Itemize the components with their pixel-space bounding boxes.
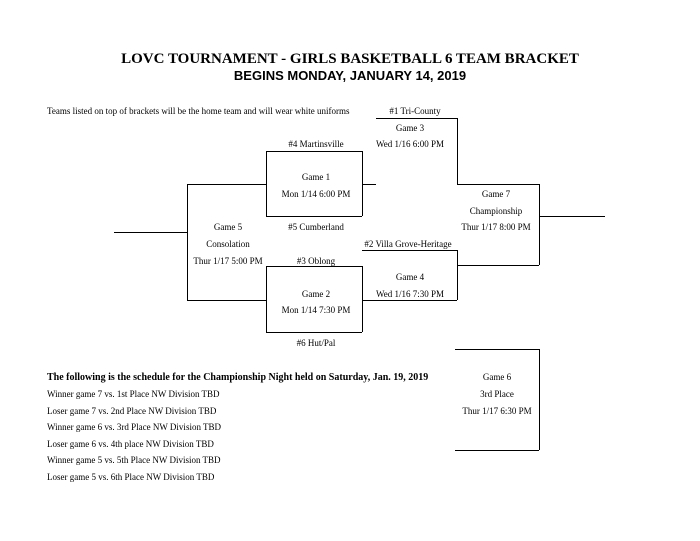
game3-name: Game 3: [395, 123, 425, 133]
game7-right-line: [539, 184, 540, 265]
schedule-item: Loser game 5 vs. 6th Place NW Division T…: [47, 472, 215, 482]
game1-out-line: [362, 184, 376, 185]
game4-time: Wed 1/16 7:30 PM: [375, 289, 445, 299]
schedule-item: Winner game 7 vs. 1st Place NW Division …: [47, 389, 220, 399]
schedule-item: Loser game 6 vs. 4th place NW Division T…: [47, 439, 214, 449]
game5-label: Consolation: [206, 239, 250, 249]
game3-right-line: [457, 118, 458, 184]
schedule-item: Winner game 6 vs. 3rd Place NW Division …: [47, 422, 222, 432]
team-seed-1: #1 Tri-County: [389, 106, 441, 116]
game1-top-line: [266, 151, 362, 152]
game7-name: Game 7: [481, 189, 511, 199]
game1-bottom-line: [266, 216, 362, 217]
team-seed-3: #3 Oblong: [296, 256, 336, 266]
home-team-note: Teams listed on top of brackets will be …: [47, 106, 350, 116]
game1-name: Game 1: [301, 172, 331, 182]
game4-name: Game 4: [395, 272, 425, 282]
game2-time: Mon 1/14 7:30 PM: [281, 305, 351, 315]
game5-time: Thur 1/17 5:00 PM: [193, 256, 263, 266]
game1-left-line: [266, 151, 267, 216]
game5-top-line: [187, 184, 266, 185]
team-seed-2: #2 Villa Grove-Heritage: [364, 239, 452, 249]
schedule-item: Loser game 7 vs. 2nd Place NW Division T…: [47, 406, 217, 416]
team-seed-5: #5 Cumberland: [288, 222, 344, 232]
game5-left-line: [187, 184, 188, 300]
game1-right-line: [362, 151, 363, 216]
game4-right-line: [457, 250, 458, 300]
game6-label: 3rd Place: [480, 389, 514, 399]
consolation-line: [114, 232, 187, 233]
game2-right-line: [362, 266, 363, 332]
game6-time: Thur 1/17 6:30 PM: [462, 406, 532, 416]
game4-out-line: [457, 265, 539, 266]
schedule-item: Winner game 5 vs. 5th Place NW Division …: [47, 455, 221, 465]
game6-bottom-line: [455, 450, 539, 451]
game2-left-line: [266, 266, 267, 332]
game3-top-line: [376, 118, 457, 119]
game2-name: Game 2: [301, 289, 331, 299]
game4-top-line: [362, 250, 457, 251]
game4-bottom-line: [362, 300, 457, 301]
game3-out-line: [457, 184, 539, 185]
game5-name: Game 5: [213, 222, 243, 232]
game2-bottom-line: [266, 332, 362, 333]
game6-name: Game 6: [482, 372, 512, 382]
champion-line: [539, 216, 605, 217]
game2-top-line: [266, 266, 362, 267]
page-title: LOVC TOURNAMENT - GIRLS BASKETBALL 6 TEA…: [121, 51, 579, 67]
game3-time: Wed 1/16 6:00 PM: [375, 139, 445, 149]
game7-label: Championship: [469, 206, 523, 216]
game1-time: Mon 1/14 6:00 PM: [281, 189, 351, 199]
page-subtitle: BEGINS MONDAY, JANUARY 14, 2019: [233, 68, 467, 83]
team-seed-4: #4 Martinsville: [288, 139, 344, 149]
game5-bottom-line: [187, 300, 266, 301]
game6-top-line: [455, 349, 539, 350]
team-seed-6: #6 Hut/Pal: [296, 338, 336, 348]
schedule-heading: The following is the schedule for the Ch…: [47, 372, 429, 383]
game6-right-line: [539, 349, 540, 450]
game7-time: Thur 1/17 8:00 PM: [461, 222, 531, 232]
